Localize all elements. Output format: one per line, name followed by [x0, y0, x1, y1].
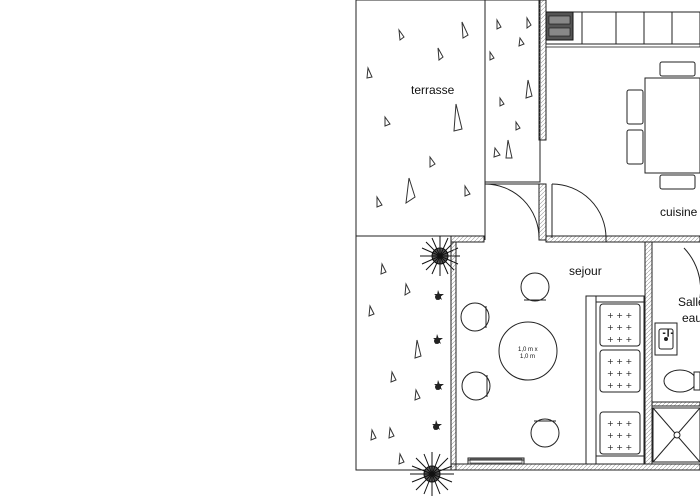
svg-text:+ + +: + + + — [607, 311, 632, 320]
svg-text:+ + +: + + + — [607, 335, 632, 344]
walls — [450, 0, 700, 471]
terrasse-area: terrasse — [355, 0, 541, 237]
garden-strip — [355, 235, 452, 471]
dining-chairs — [626, 61, 696, 190]
svg-text:+ + +: + + + — [607, 443, 632, 452]
svg-text:+ + +: + + + — [607, 419, 632, 428]
door-cuisine — [551, 183, 607, 239]
svg-text:+ + +: + + + — [607, 381, 632, 390]
room-label-salle-line2: eau — [682, 311, 700, 325]
sofa: + + + + + + + + + + + + + + + + + + + + + + +… — [585, 295, 645, 465]
svg-text:+ + +: + + + — [607, 369, 632, 378]
toilet — [663, 369, 700, 393]
table-label-line2: 1,0 m — [520, 354, 535, 360]
svg-text:+ + +: + + + — [607, 431, 632, 440]
sink: - | - — [654, 322, 678, 356]
round-chairs — [460, 272, 560, 448]
dining-table — [644, 77, 700, 174]
paving-stones — [366, 16, 533, 208]
room-label-sejour: sejour — [569, 264, 602, 278]
plant-small-2 — [433, 334, 443, 344]
plant-spiky-bottom — [410, 452, 454, 496]
room-label-cuisine: cuisine — [660, 205, 698, 219]
room-label-terrasse: terrasse — [411, 83, 455, 97]
shower — [652, 407, 700, 463]
svg-text:+ + +: + + + — [607, 323, 632, 332]
door-salle-eau — [683, 247, 700, 298]
plant-spiky-top — [420, 236, 460, 276]
round-table: 1,0 m x 1,0 m — [498, 321, 558, 381]
svg-text:+ + +: + + + — [607, 357, 632, 366]
door-terrasse — [484, 183, 540, 240]
table-label-line1: 1,0 m x — [518, 347, 538, 353]
svg-text:- | -: - | - — [663, 330, 673, 337]
stove — [545, 11, 574, 41]
plant-small-3 — [434, 380, 444, 390]
plant-small-4 — [432, 420, 442, 430]
tv-unit — [467, 457, 525, 465]
plant-small-1 — [434, 290, 444, 300]
